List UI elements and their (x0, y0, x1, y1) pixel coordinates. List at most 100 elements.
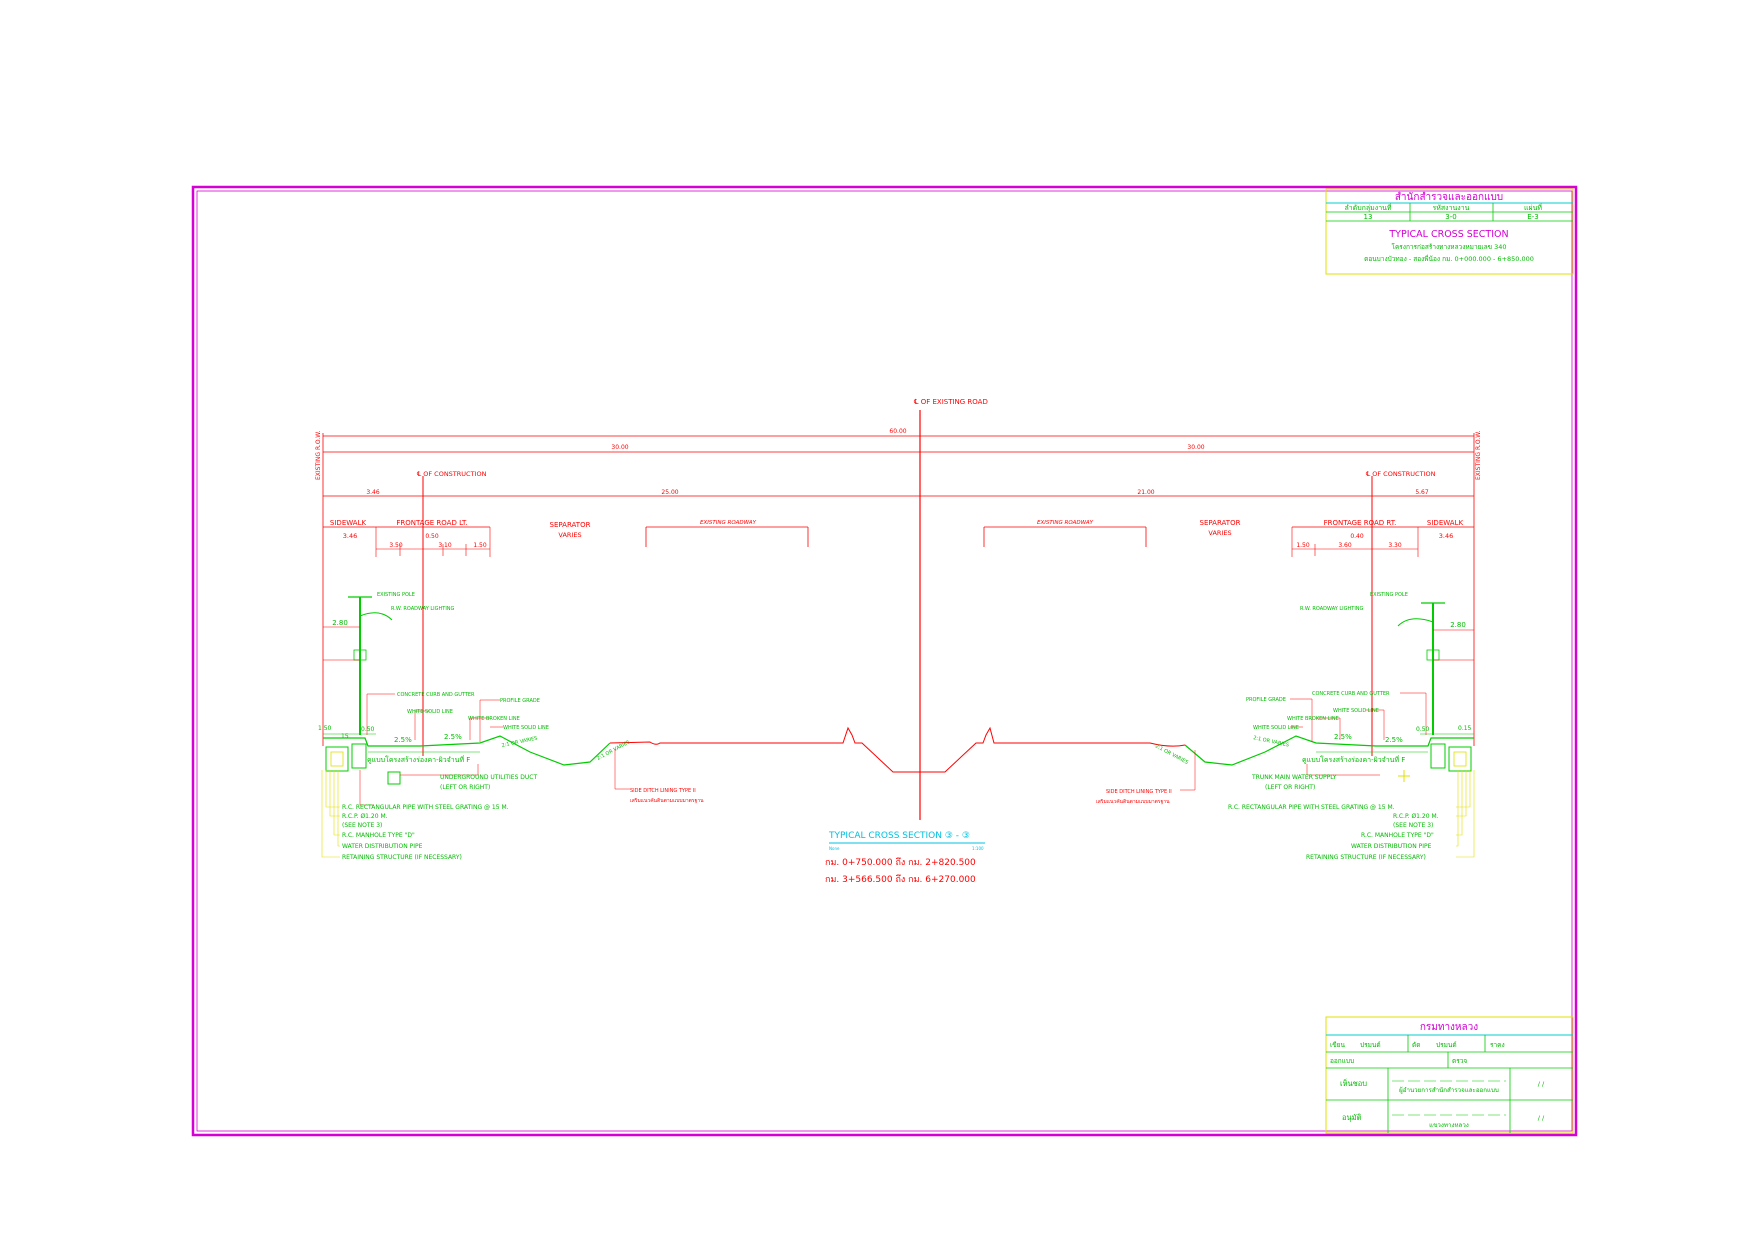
slope-a-right: 2.5% (1334, 733, 1352, 741)
manhole-left: R.C. MANHOLE TYPE "D" (342, 832, 415, 839)
white-broken-left: WHITE BROKEN LINE (468, 716, 520, 722)
dim-015-right: 0.15 (1458, 725, 1472, 732)
section-line: ตอนบางบัวทอง - สองพี่น้อง กม. 0+000.000 … (1364, 254, 1534, 263)
existing-roadway-left-label: EXISTING ROADWAY (700, 520, 757, 526)
section-title: TYPICAL CROSS SECTION ③ - ③ (828, 831, 970, 841)
retaining-right: RETAINING STRUCTURE (IF NECESSARY) (1306, 854, 1426, 861)
profile-grade-right: PROFILE GRADE (1246, 697, 1286, 703)
title-block-top: สำนักสำรวจและออกแบบ ลำดับกลุ่มงานที่ รหั… (1325, 188, 1574, 275)
curb-gutter-right: CONCRETE CURB AND GUTTER (1312, 691, 1390, 697)
slope-a-left: 2.5% (394, 736, 412, 744)
review-label: ตรวจ (1452, 1057, 1467, 1065)
roadway-lighting-right-label: R.W. ROADWAY LIGHTING (1300, 606, 1364, 612)
half-width-right-label: 30.00 (1187, 444, 1204, 451)
cross-section-drawing: ℄ OF EXISTING ROAD EXISTING R.O.W. EXIST… (315, 398, 1482, 885)
thai-curb-right: คูแบบโครงสร้างร่องคา-ผิวจำนที่ F (1302, 755, 1405, 764)
lane-b-right: 3.60 (1338, 542, 1352, 549)
pavement-left (323, 735, 611, 766)
annotations-right: CONCRETE CURB AND GUTTER PROFILE GRADE W… (1096, 691, 1475, 861)
drawn-value: ปรมนต์ (1360, 1041, 1381, 1049)
scale-right: 1:100 (972, 846, 984, 851)
side-ditch-left: SIDE DITCH LINING TYPE II (630, 788, 696, 794)
separator-right-label: SEPARATOR (1200, 519, 1241, 527)
sidewalk-width-right: 3.46 (1439, 532, 1453, 540)
sidewalk-right-label: SIDEWALK (1427, 519, 1464, 527)
white-solid-right: WHITE SOLID LINE (1333, 708, 1379, 714)
existing-pole-left-label: EXISTING POLE (377, 592, 415, 598)
lane-c-left: 1.50 (473, 542, 487, 549)
scale-left: None (829, 846, 840, 851)
side-ditch-right: SIDE DITCH LINING TYPE II (1106, 789, 1172, 795)
lane-b-left: 3.10 (438, 542, 452, 549)
left-or-right-2: (LEFT OR RIGHT) (1265, 784, 1315, 791)
authorize-role: แขวงทางหลวง (1429, 1122, 1469, 1129)
approve-label: เห็นชอบ (1340, 1078, 1367, 1088)
roadway-lighting-left-label: R.W. ROADWAY LIGHTING (391, 606, 455, 612)
sidewalk-width-left: 3.46 (343, 532, 357, 540)
total-width-label: 60.00 (889, 428, 906, 435)
retaining-left: RETAINING STRUCTURE (IF NECESSARY) (342, 854, 462, 861)
rc-pipe-right: R.C. RECTANGULAR PIPE WITH STEEL GRATING… (1228, 804, 1395, 811)
rcp-left: R.C.P. Ø1.20 M. (342, 813, 388, 820)
authorize-label: อนุมัติ (1342, 1113, 1362, 1122)
rcp-right: R.C.P. Ø1.20 M. (1393, 813, 1439, 820)
sheet-frame (191, 185, 1578, 1137)
see-note-right: (SEE NOTE 3) (1393, 822, 1433, 829)
slope-b-left: 2.5% (444, 733, 462, 741)
pavement-right (1184, 735, 1474, 766)
section-caption: TYPICAL CROSS SECTION ③ - ③ None 1:100 ก… (825, 831, 985, 885)
thai-curb-left: คูแบบโครงสร้างร่องคา-ผิวจำนที่ F (367, 755, 470, 764)
water-dist-left: WATER DISTRIBUTION PIPE (342, 843, 423, 850)
light-pole-left: 2.80 (323, 596, 393, 735)
pole-height-right: 2.80 (1450, 621, 1466, 629)
col1-value: 13 (1364, 213, 1373, 221)
sidewalk-left-label: SIDEWALK (330, 519, 367, 527)
col1-header: ลำดับกลุ่มงานที่ (1344, 203, 1391, 212)
existing-row-left-label: EXISTING R.O.W. (315, 431, 322, 480)
varies-left-label: VARIES (558, 531, 581, 539)
department-name: กรมทางหลวง (1420, 1022, 1478, 1033)
col3-header: แผ่นที่ (1524, 203, 1542, 212)
cl-construction-left-label: ℄ OF CONSTRUCTION (417, 470, 487, 478)
sheet-title: TYPICAL CROSS SECTION (1388, 229, 1508, 240)
slope-b-right: 2.5% (1385, 736, 1403, 744)
slope-ratio-1-right: 2:1 OR VARIES (1253, 735, 1290, 748)
col3-value: E-3 (1527, 213, 1538, 221)
frontage-lt-label: FRONTAGE ROAD LT. (396, 519, 467, 527)
half-width-left-label: 30.00 (611, 444, 628, 451)
approve-date: / / (1538, 1080, 1545, 1088)
curb-gutter-left: CONCRETE CURB AND GUTTER (397, 692, 475, 698)
frontage-rt-label: FRONTAGE ROAD RT. (1324, 519, 1397, 527)
slope-ratio-2-right: 2:1 OR VARIES (1154, 743, 1189, 765)
authorize-date: / / (1538, 1114, 1545, 1122)
drainage-left (323, 733, 401, 785)
existing-ground-profile (609, 726, 1186, 773)
white-solid2-left: WHITE SOLID LINE (503, 725, 549, 731)
drainage-right (1398, 733, 1474, 782)
lane-c-right: 3.30 (1388, 542, 1402, 549)
lane-a-right: 1.50 (1296, 542, 1310, 549)
existing-pole-right-label: EXISTING POLE (1370, 592, 1408, 598)
existing-roadway-right-label: EXISTING ROADWAY (1037, 520, 1094, 526)
left-or-right-1: (LEFT OR RIGHT) (440, 784, 490, 791)
lane-a-left: 3.50 (389, 542, 403, 549)
left-to-cl-label: 25.00 (661, 489, 678, 496)
station-line-1: กม. 0+750.000 ถึง กม. 2+820.500 (825, 857, 976, 868)
side-ditch-thai-left: เสริมแนวคันดินตามแบบมาตรฐาน (630, 797, 704, 804)
approve-role: ผู้อำนวยการสำนักสำรวจและออกแบบ (1399, 1086, 1499, 1094)
varies-right-label: VARIES (1208, 529, 1231, 537)
design-label: ออกแบบ (1330, 1057, 1354, 1065)
water-dist-right: WATER DISTRIBUTION PIPE (1351, 843, 1432, 850)
separator-left-label: SEPARATOR (550, 521, 591, 529)
dim-150-left: 1.50 (318, 725, 332, 732)
utility-duct-left: UNDERGROUND UTILITIES DUCT (440, 774, 537, 781)
side-ditch-thai-right: เสริมแนวคันดินตามแบบมาตรฐาน (1096, 798, 1170, 805)
right-offset-label: 5.67 (1415, 489, 1429, 496)
agency-name: สำนักสำรวจและออกแบบ (1395, 192, 1503, 203)
pole-height-left: 2.80 (332, 619, 348, 627)
cl-existing-road-label: ℄ OF EXISTING ROAD (914, 398, 988, 406)
profile-grade-left: PROFILE GRADE (500, 698, 540, 704)
dim-050-left: 0.50 (361, 726, 375, 733)
white-solid2-right: WHITE SOLID LINE (1253, 725, 1299, 731)
